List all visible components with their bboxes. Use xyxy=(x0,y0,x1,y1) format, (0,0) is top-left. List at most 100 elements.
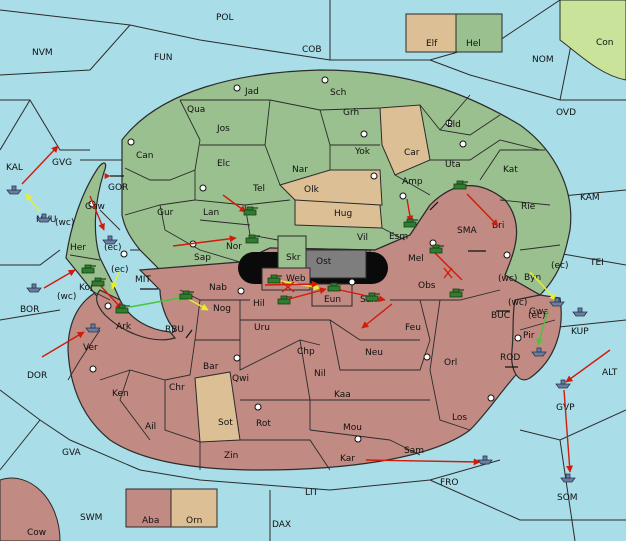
sea-cob: COB xyxy=(302,45,322,55)
prov-nog: Nog xyxy=(213,304,231,314)
sea-ec4: (ec) xyxy=(528,311,546,321)
prov-rie: Rie xyxy=(521,202,536,212)
prov-los: Los xyxy=(452,413,467,423)
ost-cell xyxy=(305,249,367,279)
sea-wc3: (wc) xyxy=(498,274,517,284)
sea-gvg: GVG xyxy=(52,158,72,168)
sea-wc2: (wc) xyxy=(57,292,76,302)
prov-mel: Mel xyxy=(408,254,424,264)
sea-lit: LIT xyxy=(305,488,319,498)
sea-nvm: NVM xyxy=(32,48,53,58)
sea-dor: DOR xyxy=(27,371,47,381)
sea-bor: BOR xyxy=(20,305,39,315)
orders xyxy=(21,145,611,473)
prov-amp: Amp xyxy=(402,177,423,187)
prov-olk: Olk xyxy=(304,185,320,195)
legend-hel: Hel xyxy=(466,39,481,49)
prov-zin: Zin xyxy=(224,451,238,461)
prov-lan: Lan xyxy=(203,208,219,218)
prov-car: Car xyxy=(404,148,420,158)
prov-tel: Tel xyxy=(252,184,265,194)
prov-vil: Vil xyxy=(357,233,368,243)
prov-nab: Nab xyxy=(209,283,227,293)
sea-dax: DAX xyxy=(272,520,291,530)
prov-qwi: Qwi xyxy=(232,374,249,384)
prov-kat: Kat xyxy=(503,165,518,175)
prov-grh: Grh xyxy=(343,108,359,118)
prov-web: Web xyxy=(286,274,306,284)
prov-esm: Esm xyxy=(389,232,408,242)
sea-pol: POL xyxy=(216,13,234,23)
prov-pir: Pir xyxy=(523,331,535,341)
prov-ver: Ver xyxy=(83,343,98,353)
sea-fro: FRO xyxy=(440,478,459,488)
prov-feu: Feu xyxy=(405,323,421,333)
prov-kor: Kor xyxy=(79,283,94,293)
prov-ost: Ost xyxy=(316,257,332,267)
legend-top: Elf Hel Aba Orn xyxy=(125,13,503,528)
prov-ark: Ark xyxy=(116,322,132,332)
left-peninsula xyxy=(65,162,121,301)
prov-jad: Jad xyxy=(244,87,259,97)
prov-kaa: Kaa xyxy=(334,390,351,400)
sea-rod: ROD xyxy=(500,353,520,363)
sea-cow: Cow xyxy=(27,528,46,538)
prov-orl: Orl xyxy=(444,358,457,368)
province-label-group: Jad Sch Qua Jos Grh Can Elc Nar Yok Car … xyxy=(70,87,549,464)
prov-obs: Obs xyxy=(418,281,436,291)
prov-bar: Bar xyxy=(203,362,219,372)
province-borders xyxy=(67,94,561,471)
sea-nom: NOM xyxy=(532,55,554,65)
prov-ail: Ail xyxy=(145,422,156,432)
sea-ec1: (ec) xyxy=(104,243,122,253)
sea-rbu: RBU xyxy=(165,325,184,335)
sea-alt: ALT xyxy=(602,368,618,378)
prov-chp: Chp xyxy=(297,347,315,357)
prov-chr: Chr xyxy=(169,383,185,393)
prov-nil: Nil xyxy=(314,369,326,379)
prov-sch: Sch xyxy=(330,88,346,98)
sea-swm: SWM xyxy=(80,513,102,523)
prov-ken: Ken xyxy=(112,389,129,399)
prov-mou: Mou xyxy=(343,423,362,433)
prov-byn: Byn xyxy=(524,273,541,283)
sea-gva: GVA xyxy=(62,448,82,458)
sea-kal: KAL xyxy=(6,163,23,173)
prov-nar: Nar xyxy=(292,165,308,175)
prov-yok: Yok xyxy=(354,147,371,157)
prov-nor: Nor xyxy=(226,242,242,252)
sea-mit: MIT xyxy=(135,275,151,285)
sea-buc: BUC xyxy=(491,311,510,321)
prov-elc: Elc xyxy=(217,159,230,169)
prov-hil: Hil xyxy=(253,299,265,309)
car-region xyxy=(379,104,431,176)
prov-gwa: Gwa xyxy=(529,307,549,317)
prov-can: Can xyxy=(136,151,154,161)
legend-aba: Aba xyxy=(142,516,159,526)
sea-con: Con xyxy=(596,38,614,48)
legend-elf: Elf xyxy=(426,39,438,49)
sea-wc4: (wc) xyxy=(508,298,527,308)
prov-uta: Uta xyxy=(445,160,461,170)
sea-gor: GOR xyxy=(108,183,128,193)
prov-eld: Eld xyxy=(447,120,461,130)
sea-ovd: OVD xyxy=(556,108,576,118)
prov-gur: Gur xyxy=(157,208,174,218)
prov-eun: Eun xyxy=(324,295,341,305)
right-peninsula xyxy=(511,294,562,381)
prov-sap: Sap xyxy=(194,253,211,263)
sea-kup: KUP xyxy=(571,327,589,337)
prov-sam: Sam xyxy=(404,446,424,456)
prov-her: Her xyxy=(70,243,86,253)
prov-jos: Jos xyxy=(216,124,230,134)
sea-ec3: (ec) xyxy=(551,261,569,271)
prov-uru: Uru xyxy=(254,323,270,333)
sea-fun: FUN xyxy=(154,53,173,63)
sea-ec2: (ec) xyxy=(111,265,129,275)
sea-wc1: (wc) xyxy=(55,218,74,228)
coast-arrows xyxy=(104,173,518,368)
sea-sma: SMA xyxy=(457,226,477,236)
sea-tei: TEI xyxy=(589,258,604,268)
prov-neu: Neu xyxy=(365,348,383,358)
